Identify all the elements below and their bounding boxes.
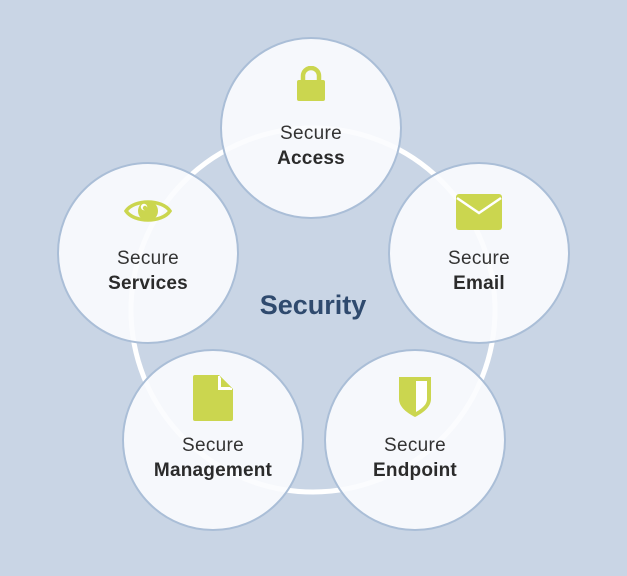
node-label: Management xyxy=(153,460,273,481)
node-secure-access: Secure Access xyxy=(220,37,402,219)
node-label: Endpoint xyxy=(373,460,457,481)
node-label: Services xyxy=(108,273,188,294)
shield-icon xyxy=(399,377,431,422)
node-prefix: Secure xyxy=(383,435,446,456)
eye-icon xyxy=(123,196,173,231)
lock-icon xyxy=(296,65,326,107)
node-prefix: Secure xyxy=(181,435,244,456)
node-secure-services: Secure Services xyxy=(57,162,239,344)
node-prefix: Secure xyxy=(447,248,510,269)
node-prefix: Secure xyxy=(279,123,342,144)
node-secure-management: Secure Management xyxy=(122,349,304,531)
node-secure-endpoint: Secure Endpoint xyxy=(324,349,506,531)
node-label: Email xyxy=(453,273,505,294)
node-prefix: Secure xyxy=(116,248,179,269)
document-icon xyxy=(193,375,233,426)
node-label: Access xyxy=(277,148,345,169)
center-title: Security xyxy=(259,290,367,320)
envelope-icon xyxy=(456,194,502,235)
node-secure-email: Secure Email xyxy=(388,162,570,344)
